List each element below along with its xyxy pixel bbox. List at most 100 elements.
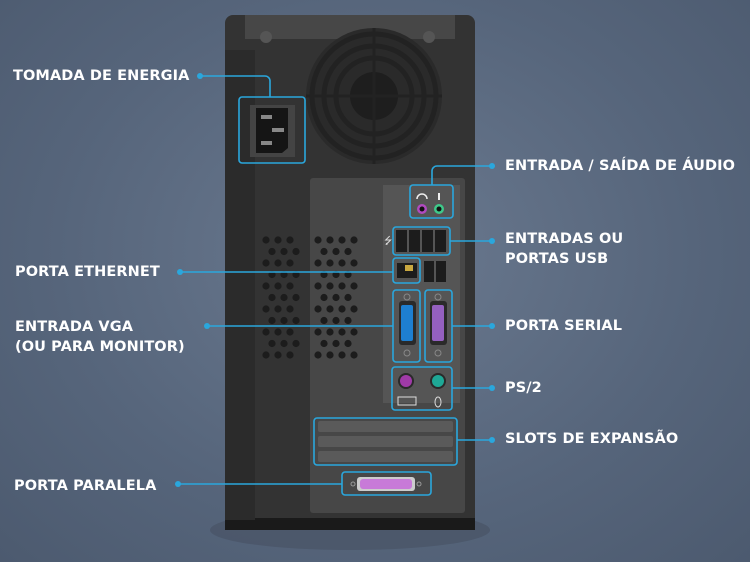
vent-hole [320, 247, 328, 256]
vent-hole [326, 328, 334, 336]
vent-hole [268, 339, 276, 348]
vent-hole [262, 305, 270, 313]
vent-hole [344, 247, 352, 256]
keyboard-icon [397, 396, 417, 406]
label-usb-line1: ENTRADAS OU [505, 231, 624, 247]
label-parallel: PORTA PARALELA [14, 478, 157, 494]
serial-port [432, 305, 444, 341]
vent-hole [314, 259, 322, 267]
vent-hole [280, 247, 288, 256]
vent-hole [344, 316, 352, 325]
vent-hole [344, 293, 352, 302]
vent-hole [262, 236, 270, 244]
label-usb: ENTRADAS OU PORTAS USB [505, 229, 623, 269]
vent-hole [338, 351, 346, 359]
ps2-mouse-port [432, 375, 444, 387]
headphone-icon [416, 193, 428, 200]
vent-hole [320, 293, 328, 302]
vent-hole [286, 282, 294, 290]
vent-hole [274, 259, 282, 267]
vent-hole [326, 305, 334, 313]
vent-hole [350, 305, 358, 313]
vent-hole [326, 351, 334, 359]
power-socket [250, 105, 295, 157]
vent-hole [262, 259, 270, 267]
label-vga-line1: ENTRADA VGA [15, 319, 134, 335]
tower-base [225, 518, 475, 530]
vent-hole [332, 339, 340, 348]
vent-hole [286, 351, 294, 359]
microphone-icon [438, 193, 440, 200]
label-audio: ENTRADA / SAÍDA DE ÁUDIO [505, 158, 736, 174]
screw-icon [423, 31, 435, 43]
vent-hole [350, 236, 358, 244]
vent-hole [326, 236, 334, 244]
mouse-icon [434, 396, 442, 408]
callouts [178, 75, 492, 496]
screw-icon [260, 31, 272, 43]
vent-hole [350, 351, 358, 359]
vent-hole [338, 305, 346, 313]
vent-hole [268, 316, 276, 325]
label-vga-line2: (OU PARA MONITOR) [15, 339, 185, 355]
vent-hole [320, 339, 328, 348]
vent-hole [274, 328, 282, 336]
label-usb-line2: PORTAS USB [505, 251, 609, 267]
fan-grille [306, 28, 442, 164]
label-serial: PORTA SERIAL [505, 318, 623, 334]
label-expansion: SLOTS DE EXPANSÃO [505, 431, 679, 447]
vent-hole [262, 351, 270, 359]
vent-hole [262, 282, 270, 290]
vent-hole [326, 259, 334, 267]
expansion-slot [318, 421, 453, 432]
vent-hole [332, 293, 340, 302]
label-ps2: PS/2 [505, 380, 542, 396]
vent-hole [268, 247, 276, 256]
vent-hole [280, 339, 288, 348]
label-ethernet: PORTA ETHERNET [15, 264, 160, 280]
vent-hole [292, 247, 300, 256]
vent-hole [314, 328, 322, 336]
label-vga: ENTRADA VGA (OU PARA MONITOR) [15, 317, 185, 357]
vent-hole [268, 293, 276, 302]
vent-hole [320, 316, 328, 325]
vent-hole [274, 351, 282, 359]
vent-hole [286, 236, 294, 244]
label-power: TOMADA DE ENERGIA [13, 68, 190, 84]
vent-hole [280, 293, 288, 302]
vent-hole [326, 282, 334, 290]
vent-hole [286, 259, 294, 267]
vent-hole [274, 282, 282, 290]
vent-hole [350, 259, 358, 267]
vent-hole [292, 316, 300, 325]
expansion-slot [318, 451, 453, 462]
vent-hole [338, 236, 346, 244]
vent-hole [292, 293, 300, 302]
vent-hole [292, 339, 300, 348]
vent-hole [314, 236, 322, 244]
usb-icon: ⭍ [384, 235, 392, 247]
vent-hole [286, 328, 294, 336]
ps2-keyboard-port [400, 375, 412, 387]
vent-hole [280, 316, 288, 325]
usb-ports [396, 230, 446, 282]
expansion-slot [318, 436, 453, 447]
vent-hole [274, 236, 282, 244]
vent-hole [286, 305, 294, 313]
vent-hole [338, 259, 346, 267]
vent-hole [344, 339, 352, 348]
vent-hole [314, 282, 322, 290]
vent-hole [350, 328, 358, 336]
vent-hole [338, 282, 346, 290]
vent-hole [350, 282, 358, 290]
vent-hole [338, 328, 346, 336]
vent-hole [314, 305, 322, 313]
vent-hole [332, 316, 340, 325]
vent-hole [332, 247, 340, 256]
vent-hole [262, 328, 270, 336]
parallel-port [360, 479, 412, 489]
vent-hole [314, 351, 322, 359]
vga-port [401, 305, 413, 341]
vent-holes [262, 236, 358, 359]
